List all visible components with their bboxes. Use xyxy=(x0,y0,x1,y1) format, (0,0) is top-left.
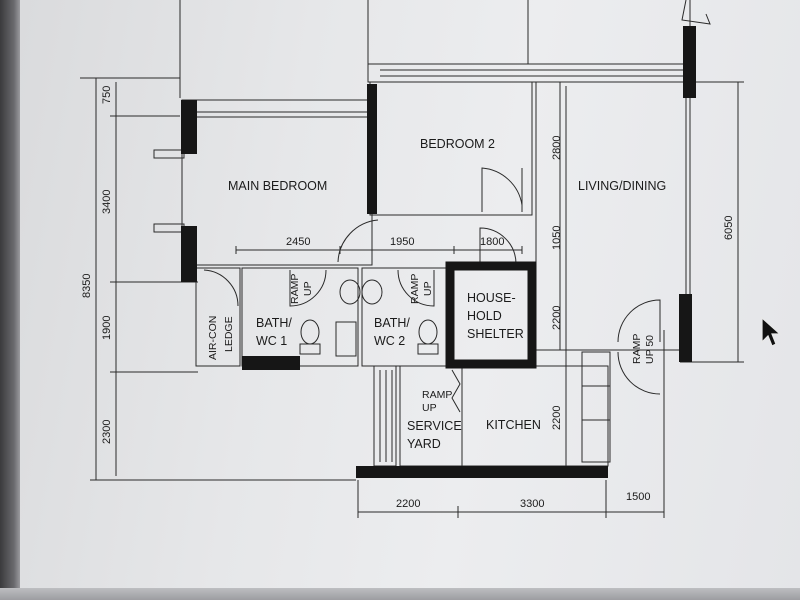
ledge-stub-upper xyxy=(153,149,185,159)
label-bath-wc-2-a: BATH/ xyxy=(374,316,410,330)
dim-3400: 3400 xyxy=(101,190,113,214)
dim-1950: 1950 xyxy=(390,236,414,248)
label-aircon-b: LEDGE xyxy=(223,316,235,352)
label-bath-wc-2-b: WC 2 xyxy=(374,334,405,348)
monitor-bezel-left xyxy=(0,0,20,600)
aircon-door-swing xyxy=(203,269,239,307)
kitchen-outline xyxy=(461,365,609,467)
ledge-stub-lower xyxy=(153,223,185,233)
label-aircon-a: AIR-CON xyxy=(207,316,219,360)
label-ramp-entry-b: UP 50 xyxy=(644,335,656,364)
dim-1800: 1800 xyxy=(480,236,504,248)
dim-750: 750 xyxy=(101,86,113,104)
wall-wc1-bottom xyxy=(242,356,300,370)
entry-door-swing xyxy=(617,299,661,343)
dim-2450: 2450 xyxy=(286,236,310,248)
wc1-shower xyxy=(335,321,357,357)
dim-1900: 1900 xyxy=(101,316,113,340)
wall-main-bedroom-lower xyxy=(181,226,197,282)
dim-6050: 6050 xyxy=(723,216,735,240)
label-ramp-wc2-b: UP xyxy=(422,281,434,296)
label-yard-ramp-a: RAMP xyxy=(422,389,452,401)
label-bedroom-2: BEDROOM 2 xyxy=(420,137,495,151)
wall-bedroom-2-left xyxy=(367,84,377,214)
mouse-pointer-icon xyxy=(761,316,782,347)
label-shelter-1: HOUSE- xyxy=(467,291,516,305)
label-yard-ramp-b: UP xyxy=(422,402,437,414)
wc1-door-swing xyxy=(289,269,327,307)
wall-kitchen-bottom xyxy=(356,466,608,478)
label-ramp-entry-a: RAMP xyxy=(631,334,643,364)
label-service-yard-a: SERVICE xyxy=(407,419,462,433)
main-bedroom-door-swing xyxy=(337,219,379,263)
service-yard-rack xyxy=(373,365,397,467)
household-shelter-walls xyxy=(445,261,537,369)
label-kitchen: KITCHEN xyxy=(486,418,541,432)
wall-main-bedroom-upper xyxy=(181,100,197,154)
corner-fixture xyxy=(681,0,711,25)
shelter-door-swing xyxy=(479,227,517,265)
label-shelter-3: SHELTER xyxy=(467,327,524,341)
wall-right-lower xyxy=(679,294,692,362)
entry-door-swing-2 xyxy=(617,351,661,395)
label-bath-wc-1-a: BATH/ xyxy=(256,316,292,330)
wc2-basin xyxy=(361,279,383,305)
wc1-cistern xyxy=(299,343,321,355)
kitchen-cabinet xyxy=(581,351,611,463)
wc2-door-swing xyxy=(397,269,435,307)
dim-3300: 3300 xyxy=(520,498,544,510)
dim-2800: 2800 xyxy=(551,136,563,160)
label-main-bedroom: MAIN BEDROOM xyxy=(228,179,327,193)
wc1-basin xyxy=(339,279,361,305)
wc2-toilet xyxy=(418,319,438,345)
label-living-dining: LIVING/DINING xyxy=(578,179,666,193)
aircon-ledge-outline xyxy=(195,267,241,367)
monitor-bezel-bottom xyxy=(0,588,800,600)
label-service-yard-b: YARD xyxy=(407,437,441,451)
wc1-toilet xyxy=(300,319,320,345)
wall-right-upper xyxy=(683,26,696,98)
top-window-frame xyxy=(367,63,691,83)
label-shelter-2: HOLD xyxy=(467,309,502,323)
dim-8350: 8350 xyxy=(81,274,93,298)
dim-2300: 2300 xyxy=(101,420,113,444)
service-yard-outline xyxy=(399,365,463,467)
label-ramp-wc2-a: RAMP xyxy=(409,274,421,304)
yard-folding-door xyxy=(451,369,461,413)
dim-1500: 1500 xyxy=(626,491,650,503)
bedroom-2-door-swing xyxy=(481,167,523,212)
dim-2200-bottom: 2200 xyxy=(396,498,420,510)
dim-2200-lower: 2200 xyxy=(551,406,563,430)
label-bath-wc-1-b: WC 1 xyxy=(256,334,287,348)
dim-1050: 1050 xyxy=(551,226,563,250)
label-ramp-wc1-b: UP xyxy=(302,281,314,296)
label-ramp-wc1-a: RAMP xyxy=(289,274,301,304)
wc2-cistern xyxy=(417,343,439,355)
dim-2200-upper: 2200 xyxy=(551,306,563,330)
